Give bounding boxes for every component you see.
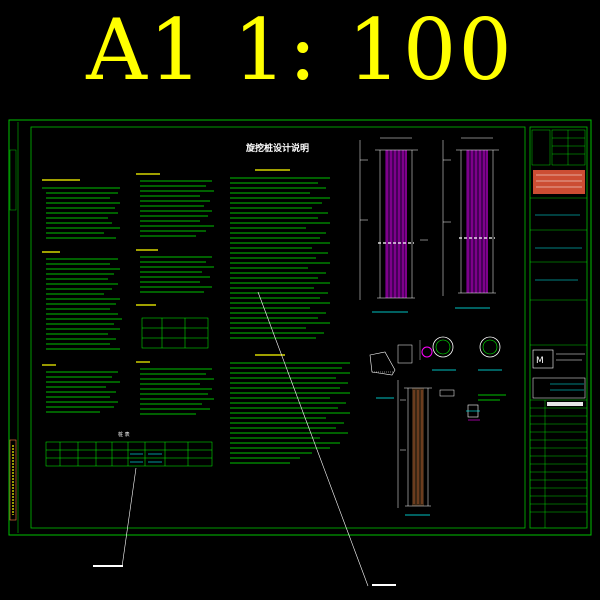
callout-label-left bbox=[93, 565, 123, 567]
pile-detail-1 bbox=[359, 137, 428, 313]
sheet-title: 旋挖桩设计说明 bbox=[246, 144, 310, 154]
callout-label-right bbox=[372, 584, 396, 586]
callout-leader-right bbox=[257, 291, 369, 587]
callout-leader-left bbox=[121, 467, 137, 568]
node-detail bbox=[466, 394, 506, 421]
title-block: M bbox=[529, 126, 588, 529]
left-binding-strip bbox=[9, 122, 19, 533]
notes-column-3 bbox=[230, 169, 350, 464]
outer-frame bbox=[8, 119, 592, 536]
notes-column-1 bbox=[42, 179, 122, 413]
pile-detail-2 bbox=[442, 137, 499, 309]
drawing-scale-title: A1 1: 100 bbox=[86, 1, 514, 99]
table-title: 桩 表 bbox=[118, 431, 130, 438]
section-details bbox=[369, 336, 502, 376]
pile-schedule-table: 桩 表 bbox=[45, 431, 213, 467]
notes-column-2 bbox=[136, 173, 214, 415]
pile-elevation-lower bbox=[376, 380, 455, 516]
svg-text:M: M bbox=[536, 356, 544, 366]
inner-frame bbox=[30, 126, 526, 529]
